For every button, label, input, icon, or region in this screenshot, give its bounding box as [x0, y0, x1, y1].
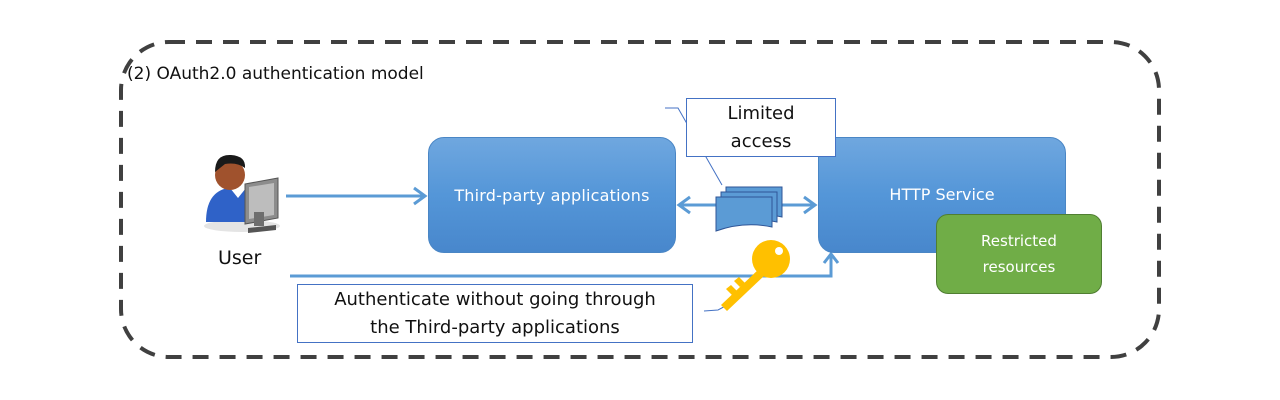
- document-stack-icon: [715, 186, 783, 232]
- http-service-label: HTTP Service: [889, 185, 995, 204]
- restricted-label-line1: Restricted: [981, 232, 1057, 250]
- arrow-user-to-http-direct: [290, 251, 840, 278]
- dashed-frame: [119, 40, 1161, 359]
- limited-access-callout: Limited access: [686, 98, 836, 157]
- limited-access-line1: Limited: [727, 102, 795, 124]
- key-icon: [721, 240, 790, 311]
- user-at-computer-icon: [204, 154, 280, 233]
- user-label: User: [218, 247, 262, 269]
- third-party-applications-label: Third-party applications: [454, 185, 650, 205]
- third-party-applications-box: Third-party applications: [428, 137, 676, 253]
- limited-access-line2: access: [730, 130, 792, 152]
- authenticate-line1: Authenticate without going through: [334, 288, 656, 310]
- frame-title: (2) OAuth2.0 authentication model: [127, 64, 424, 84]
- callout-pointer-limited: [665, 107, 723, 186]
- restricted-resources-box: Restricted resources: [936, 214, 1102, 294]
- arrow-user-to-third-party: [286, 186, 428, 206]
- authenticate-callout: Authenticate without going through the T…: [297, 284, 693, 343]
- restricted-label-line2: resources: [982, 258, 1056, 276]
- authenticate-line2: the Third-party applications: [370, 316, 620, 338]
